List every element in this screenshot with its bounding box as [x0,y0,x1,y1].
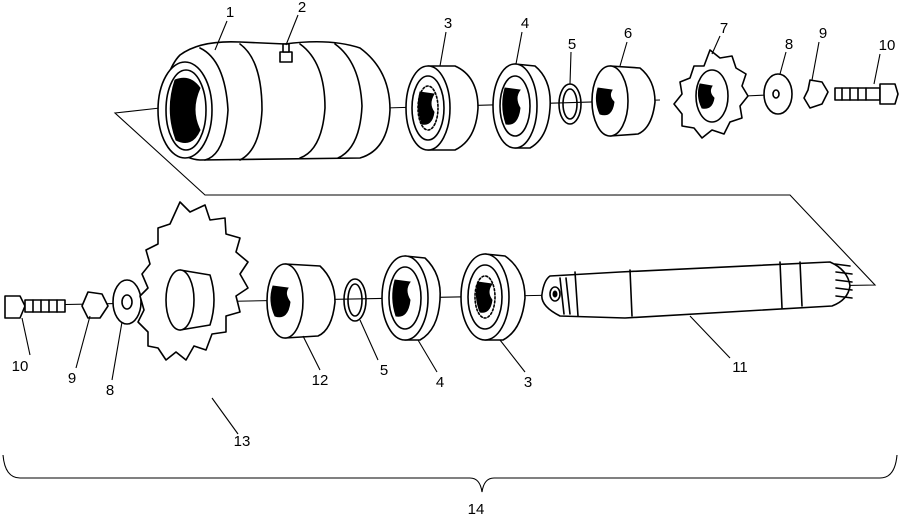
callout-5-top: 5 [568,36,576,53]
callout-7: 7 [720,20,728,37]
part-3-bearing-bottom [460,253,526,341]
callout-3-bottom: 3 [524,374,532,391]
part-4-race-top [492,63,552,149]
part-10-bolt-top [834,83,899,105]
part-13-large-sprocket [137,201,249,361]
callout-3-top: 3 [444,15,452,32]
part-8-washer-bottom [112,279,142,325]
callout-6: 6 [624,25,632,42]
part-4-race-bottom [381,255,442,341]
callout-5-bottom: 5 [380,362,388,379]
part-3-bearing-top [405,65,479,151]
callout-4-bottom: 4 [436,374,444,391]
callout-12: 12 [312,372,329,389]
callout-labels: 1 2 3 4 5 6 7 8 9 10 10 9 8 12 5 4 3 11 … [12,0,896,518]
callout-13: 13 [234,433,251,450]
bottom-assembly-row [2,201,898,493]
callout-9-bottom: 9 [68,370,76,387]
callout-10-bottom: 10 [12,358,29,375]
part-14-bracket [2,454,898,493]
part-8-washer-top [763,73,793,115]
top-assembly-row [113,40,899,291]
part-9-lock-washer-top [803,79,829,109]
part-7-small-sprocket [673,49,749,139]
part-12-spacer [266,263,336,339]
callout-1: 1 [226,4,234,21]
part-9-lock-washer-bottom [81,291,109,319]
callout-9-top: 9 [819,25,827,42]
part-1-housing [157,40,391,161]
callout-leaders [21,14,881,435]
callout-8-top: 8 [785,36,793,53]
callout-11: 11 [732,359,748,376]
callout-10-top: 10 [879,37,896,54]
part-10-bolt-bottom [4,295,66,319]
callout-14: 14 [468,501,485,518]
callout-2: 2 [298,0,306,16]
callout-8-bottom: 8 [106,382,114,399]
part-11-shaft [541,261,853,319]
part-5-ring-bottom [343,278,367,322]
part-6-spacer [591,65,656,137]
part-5-ring-top [558,83,582,125]
callout-4-top: 4 [521,15,529,32]
